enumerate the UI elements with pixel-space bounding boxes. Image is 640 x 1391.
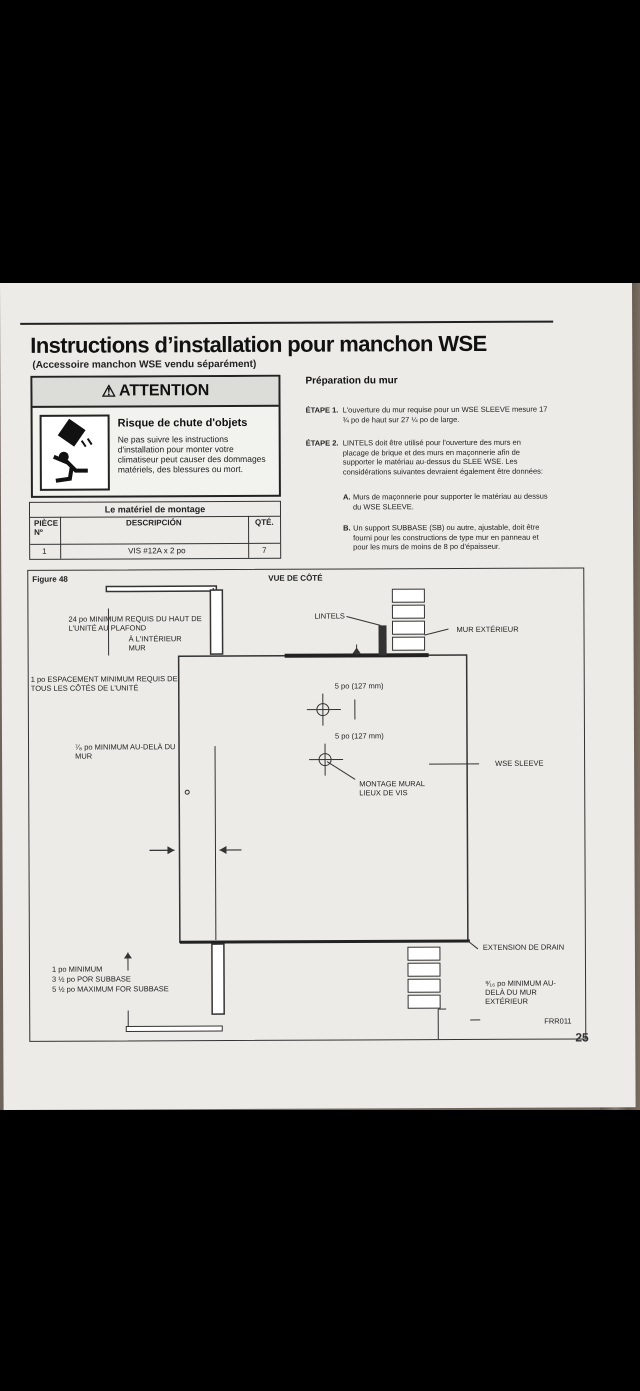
step2-text: LINTELS doit être utilisé pour l'ouvertu… (342, 437, 543, 477)
callout-exterior-wall: MUR EXTÉRIEUR (456, 624, 519, 635)
callout-dimension-1: 5 po (127 mm) (334, 681, 384, 691)
attention-header: ⚠ ATTENTION (32, 376, 279, 408)
table-header-piece: PIÈCE Nº (34, 518, 59, 537)
callout-subbase-2: 5 ½ po MAXIMUM FOR SUBBASE (52, 984, 169, 994)
table-header-qty: QTÉ. (255, 517, 274, 527)
page-title: Instructions d’installation pour manchon… (30, 330, 487, 358)
falling-object-icon (39, 414, 110, 491)
attention-label: ATTENTION (118, 382, 210, 400)
table-cell-piece: 1 (42, 546, 47, 556)
page-number: 25 (575, 1030, 589, 1045)
header-rule (20, 320, 554, 325)
step1-text: L'ouverture du mur requise pour un WSE S… (342, 404, 548, 425)
document-photo: Instructions d’installation pour manchon… (0, 283, 640, 1110)
step2-label: ÉTAPE 2. (305, 438, 339, 448)
callout-mount-screws: MONTAGE MURAL LIEUX DE VIS (359, 779, 425, 798)
table-divider (30, 542, 281, 545)
hardware-table-caption: Le matériel de montage (29, 501, 281, 518)
callout-exterior-min: ⁹⁄₁₆ po MINIMUM AU-DELÀ DU MUR EXTÉRIEUR (485, 978, 556, 1006)
callout-clearance-top: 24 po MINIMUM REQUIS DU HAUT DE L'UNITÉ … (68, 614, 202, 633)
callout-inside-wall: À L'INTÉRIEUR MUR (128, 634, 182, 653)
table-divider (60, 516, 62, 559)
callout-beyond-wall: ⁷⁄₈ po MINIMUM AU-DELÀ DU MUR (75, 742, 176, 761)
callout-subbase-1: 3 ½ po POR SUBBASE (52, 974, 131, 984)
table-cell-qty: 7 (262, 545, 267, 555)
warning-triangle-icon: ⚠ (101, 383, 116, 401)
manual-page: Instructions d’installation pour manchon… (0, 283, 636, 1110)
side-view-diagram (105, 585, 481, 1041)
page-subtitle: (Accessoire manchon WSE vendu séparément… (32, 358, 257, 371)
item-a-text: Murs de maçonnerie pour supporter le mat… (352, 491, 548, 511)
table-header-description: DESCRIPCIÓN (126, 518, 182, 528)
item-b-text: Un support SUBBASE (SB) ou autre, ajusta… (353, 522, 540, 552)
callout-dimension-2: 5 po (127 mm) (334, 731, 384, 741)
figure-label: Figure 48 (32, 574, 68, 584)
attention-box: ⚠ ATTENTION Risque de chute d'objets Ne … (30, 374, 281, 498)
step1-label: ÉTAPE 1. (305, 405, 339, 415)
figure-view-title: VUE DE CÔTÉ (268, 573, 323, 583)
preparation-title: Préparation du mur (305, 375, 398, 387)
attention-text: Ne pas suivre les instructions d'install… (117, 434, 266, 475)
callout-lintels: LINTELS (314, 611, 345, 621)
attention-heading: Risque de chute d'objets (117, 416, 248, 430)
figure-48: Figure 48 VUE DE CÔTÉ 24 po MINIMUM REQU… (27, 567, 587, 1042)
table-divider (248, 515, 250, 558)
callout-side-spacing: 1 po ESPACEMENT MINIMUM REQUIS DE TOUS L… (30, 674, 178, 693)
callout-drain-extension: EXTENSION DE DRAIN (482, 942, 565, 952)
figure-code: FRR011 (544, 1016, 572, 1026)
callout-min-1: 1 po MINIMUM (51, 964, 103, 974)
table-cell-description: VIS #12A x 2 po (128, 546, 186, 556)
hardware-table: Le matériel de montage PIÈCE Nº DESCRIPC… (28, 500, 282, 560)
callout-wse-sleeve: WSE SLEEVE (495, 758, 544, 768)
